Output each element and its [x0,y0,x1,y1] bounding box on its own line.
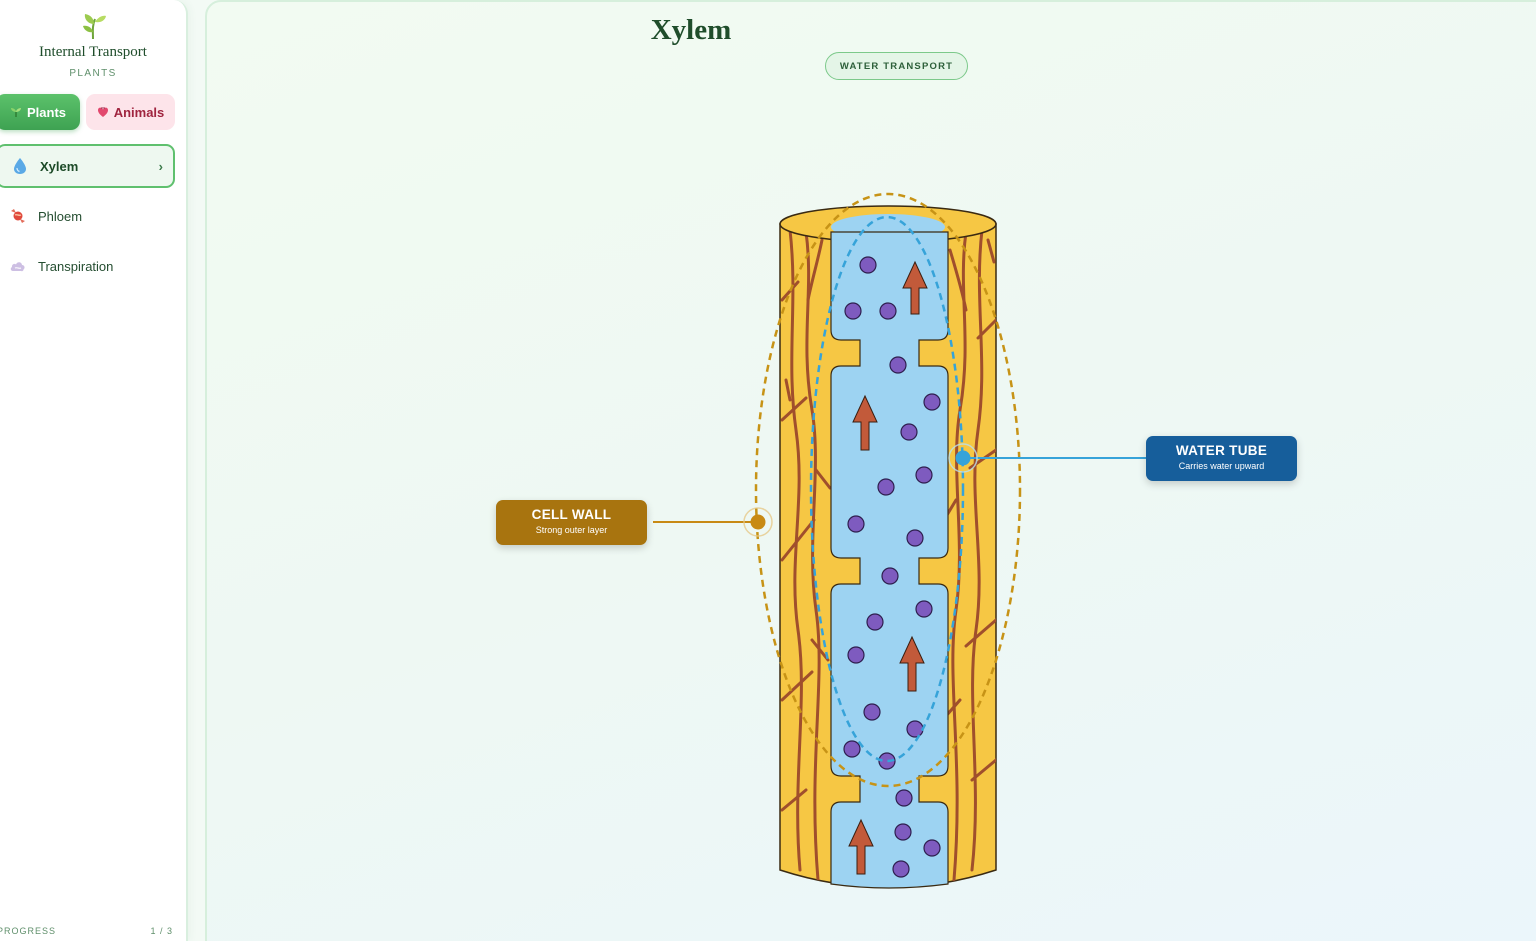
brand: Internal Transport PLANTS [0,0,186,79]
cell-wall-callout[interactable]: CELL WALL Strong outer layer [496,500,647,545]
callout-title: CELL WALL [531,507,612,522]
water-tube-callout[interactable]: WATER TUBE Carries water upward [1146,436,1297,481]
animals-toggle-label: Animals [113,104,165,120]
kingdom-toggle: Plants Animals [0,94,188,130]
page-title: Xylem [650,14,732,46]
up-arrow-icon [899,635,925,692]
sidebar-item-label: Transpiration [38,258,114,274]
flow-arrows [848,260,928,875]
callout-subtitle: Carries water upward [1178,461,1265,471]
seedling-icon [10,108,21,117]
water-tube-highlight [809,215,965,763]
sidebar-item-label: Phloem [38,208,83,224]
plants-toggle-button[interactable]: Plants [0,94,80,130]
candy-icon [6,207,30,225]
topic-badge: WATER TRANSPORT [825,52,968,80]
cell-wall-anchor-dot[interactable] [750,514,766,530]
up-arrow-icon [852,394,878,451]
xylem-vessel [779,205,997,889]
sidebar: Internal Transport PLANTS Plants Animals [0,0,188,941]
up-arrow-icon [902,260,928,315]
water-tube-anchor-dot[interactable] [955,450,971,466]
callout-subtitle: Strong outer layer [535,525,608,535]
sidebar-item-xylem[interactable]: Xylem › [0,144,175,188]
progress-count: 1 / 3 [150,926,173,936]
app-subtitle: PLANTS [69,68,117,79]
sidebar-item-phloem[interactable]: Phloem [0,194,175,238]
water-molecules [843,256,941,878]
heart-organ-icon [97,107,108,117]
progress-label: PROGRESS [0,926,57,936]
water-drop-icon [8,157,32,175]
chevron-right-icon: › [158,158,163,174]
animals-toggle-button[interactable]: Animals [86,94,175,130]
plants-toggle-label: Plants [26,104,66,120]
callout-title: WATER TUBE [1175,443,1268,458]
up-arrow-icon [848,818,874,875]
sidebar-item-label: Xylem [40,158,79,174]
cell-wall-highlight [754,192,1022,788]
sprout-icon [83,14,106,40]
cloud-icon [6,258,30,274]
sidebar-item-transpiration[interactable]: Transpiration [0,244,175,288]
app-title: Internal Transport [39,44,147,60]
